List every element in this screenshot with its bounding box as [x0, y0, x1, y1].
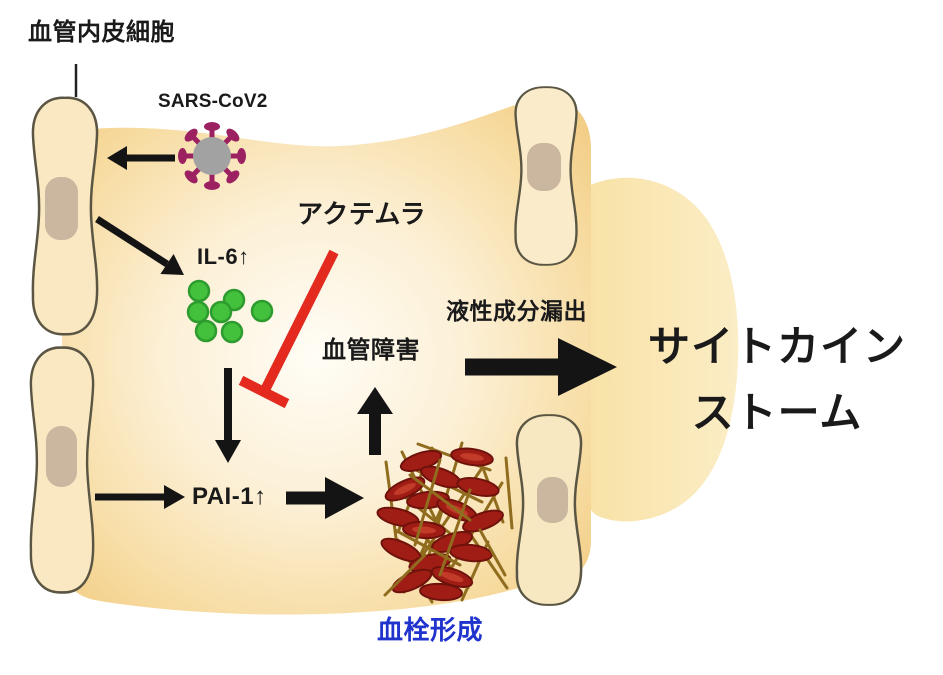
cell-nucleus [45, 177, 78, 240]
cytokine-bulge-shape [588, 177, 739, 522]
cell-nucleus [537, 477, 568, 523]
pai1-label: PAI-1↑ [192, 483, 267, 510]
arrow-pai1-to-thrombus [286, 477, 364, 519]
virus-icon [178, 122, 246, 190]
il6-label: IL-6↑ [197, 244, 250, 269]
arrow-il6-to-pai1 [215, 368, 241, 463]
arrow-thrombus-to-damage [357, 387, 393, 455]
cell-nucleus [46, 426, 77, 487]
arrow-cell-to-pai1 [95, 485, 185, 509]
vascular-damage-label: 血管障害 [322, 337, 420, 364]
inhibition-tbar-icon [238, 249, 339, 409]
leakage-label: 液性成分漏出 [446, 298, 587, 324]
cytokine-storm-line2: ストーム [691, 389, 863, 436]
arrow-leakage-to-cytokine [465, 338, 617, 396]
cytokine-storm-line1: サイトカイン [647, 323, 906, 370]
arrow-cell-to-il6 [95, 216, 184, 275]
cytokine-storm-label: サイトカイン ストーム [632, 314, 922, 446]
cell-nucleus [527, 143, 561, 191]
arrow-virus-to-cell [107, 146, 175, 170]
il6-molecules-icon [186, 279, 274, 344]
endothelial-cell-label: 血管内皮細胞 [28, 19, 175, 46]
actemra-label: アクテムラ [297, 199, 427, 229]
sars-cov2-label: SARS-CoV2 [158, 91, 268, 112]
thrombus-formation-label: 血栓形成 [377, 615, 484, 645]
thrombus-illustration [376, 441, 514, 604]
